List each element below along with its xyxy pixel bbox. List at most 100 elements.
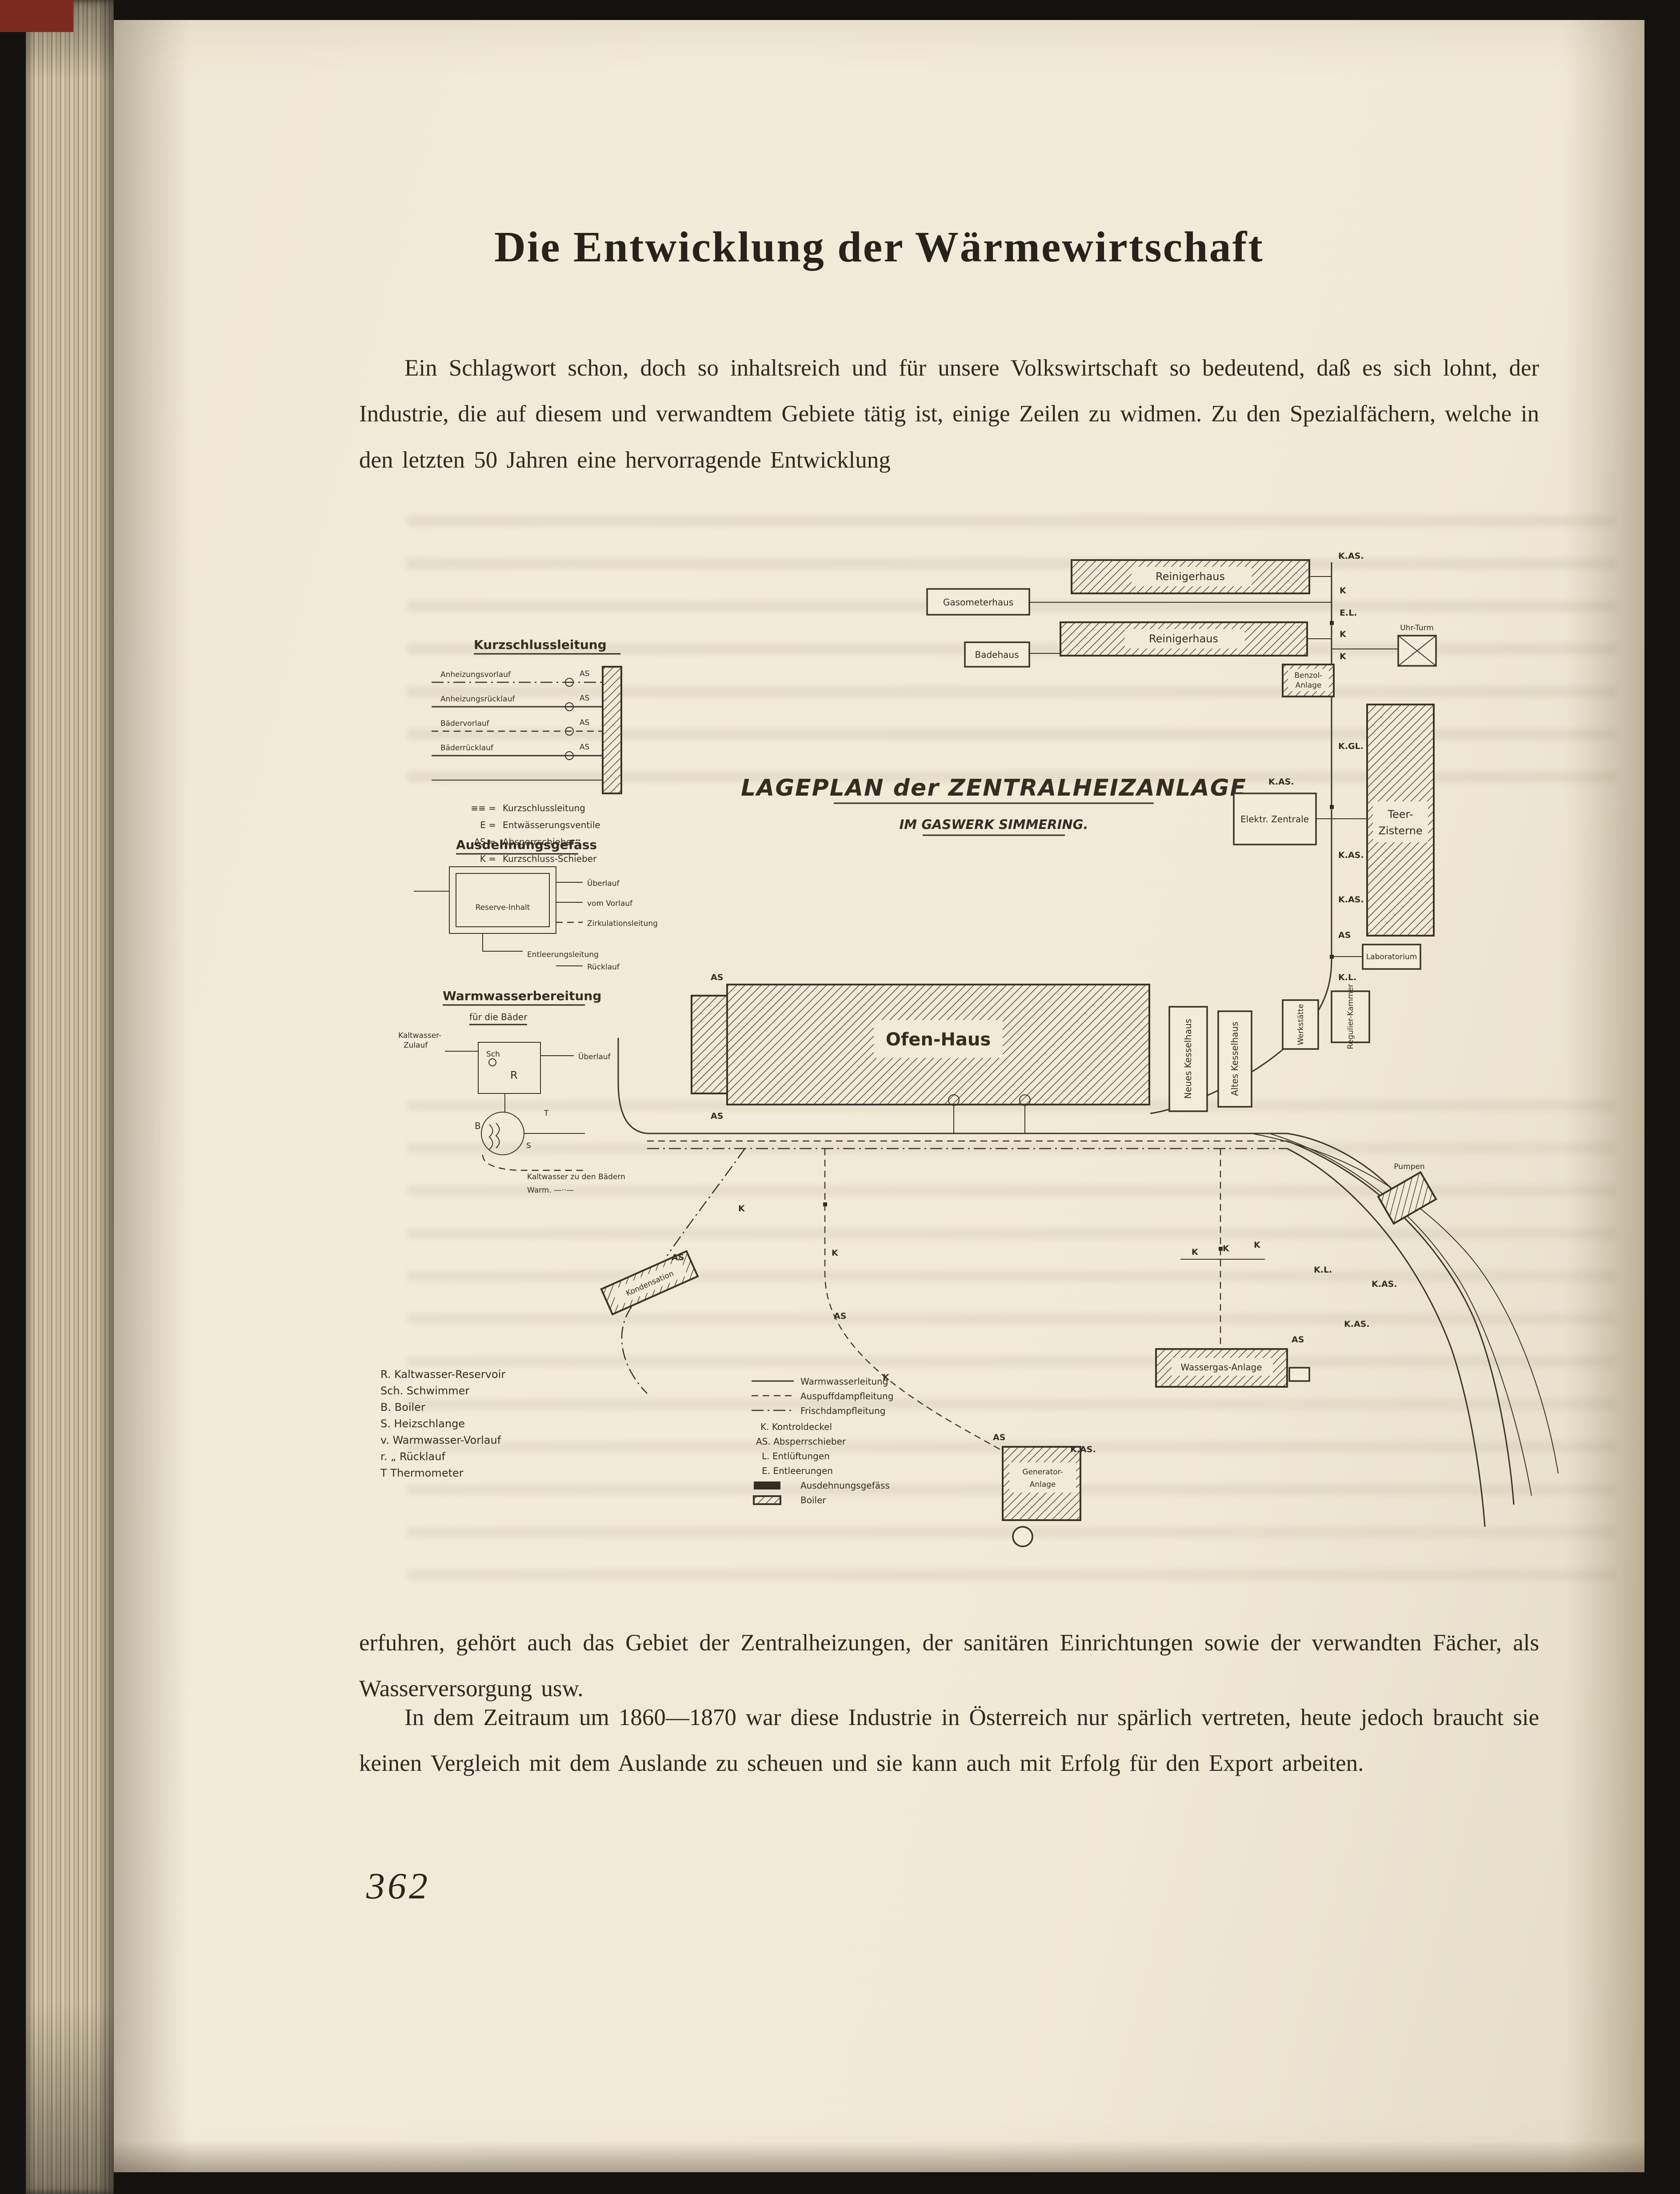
line-style-legend: Warmwasserleitung Auspuffdampfleitung Fr… <box>752 1376 893 1505</box>
building-badehaus: Badehaus <box>964 641 1030 668</box>
ausdehnung-diagram: Ausdehnungsgefäss Überlauf vom Vorlauf Z… <box>414 837 658 972</box>
building-werkstaette: Werkstätte <box>1282 999 1319 1050</box>
pipe-junction-label: AS <box>834 1311 846 1321</box>
legend-row: r. „ Rücklauf <box>380 1450 445 1463</box>
pipe-junction-label: K <box>1223 1244 1230 1253</box>
building-label: Wassergas-Anlage <box>1180 1362 1262 1373</box>
warmwasser-label: Warm. —··— <box>527 1186 574 1195</box>
ausdehnung-label: Reserve-Inhalt <box>476 903 530 912</box>
warmwasser-label: S <box>526 1141 531 1150</box>
site-plan-figure: Kurzschlussleitung Anheizungsvorlauf Anh… <box>380 551 1559 1547</box>
page-number: 362 <box>366 1866 430 1907</box>
legend-label: Kurzschlussleitung <box>503 803 585 813</box>
pipe-junction-label: K <box>832 1248 839 1258</box>
plan-title: LAGEPLAN der ZENTRALHEIZANLAGE <box>741 775 1247 801</box>
book-spine <box>0 0 73 32</box>
building-label: Werkstätte <box>1296 1004 1305 1045</box>
pipe-junction-label: K.AS. <box>1268 777 1294 787</box>
legend-key: K = <box>480 853 496 864</box>
pipe-junction-label: K <box>1340 586 1347 596</box>
page-edges-shadow <box>26 0 114 2194</box>
page-bottom-shadow <box>114 2141 1644 2172</box>
kurzschluss-heading: Kurzschlussleitung <box>474 637 607 652</box>
building-wassergas-anlage: Wassergas-Anlage <box>1155 1348 1310 1388</box>
legend-label: Kurzschluss-Schieber <box>503 853 597 864</box>
plan-title-block: LAGEPLAN der ZENTRALHEIZANLAGE IM GASWER… <box>741 775 1247 836</box>
kurzschluss-line-label: Anheizungsrücklauf <box>440 695 515 704</box>
legend-label: Absperrschieber <box>503 837 576 847</box>
pipe-junction-label: K.AS. <box>1344 1319 1370 1329</box>
building-pumpen: Pumpen <box>1377 1162 1437 1225</box>
building-elektr-zentrale: Elektr. Zentrale <box>1233 793 1317 845</box>
warmwasser-label: R <box>510 1069 518 1081</box>
legend-row: Sch. Schwimmer <box>380 1385 469 1397</box>
building-label: Anlage <box>1296 681 1322 690</box>
building-neues-kesselhaus: Neues Kesselhaus <box>1168 1006 1208 1112</box>
building-label: Anlage <box>1030 1480 1056 1489</box>
pipe-junction-label: K.AS. <box>1338 895 1364 905</box>
pipe-junction-label: K <box>1192 1247 1199 1257</box>
pipe-junction-label: AS <box>1338 930 1351 940</box>
ausdehnung-heading: Ausdehnungsgefäss <box>456 837 597 852</box>
pipe-junction-label: AS <box>711 973 723 982</box>
building-label: Elektr. Zentrale <box>1240 814 1309 825</box>
building-generator-anlage: Generator- Anlage <box>1002 1446 1081 1547</box>
building-teer-zisterne: Teer- Zisterne <box>1366 704 1435 937</box>
book-page: Die Entwicklung der Wärmewirtschaft Ein … <box>114 20 1644 2172</box>
warmwasser-heading: Warmwasserbereitung <box>443 989 601 1003</box>
building-label: Badehaus <box>975 649 1019 660</box>
pipe-junction-label: K <box>1254 1240 1261 1250</box>
pipe-junction-label: K.AS. <box>1372 1279 1397 1289</box>
pipe-junction-label: K.AS. <box>1338 850 1364 860</box>
legend-row: E. Entleerungen <box>762 1465 833 1476</box>
building-benzol-anlage: Benzol- Anlage <box>1282 664 1335 697</box>
legend-row: L. Entlüftungen <box>762 1451 830 1461</box>
paragraph-intro: Ein Schlagwort schon, doch so inhaltsrei… <box>359 355 1539 473</box>
building-label: Uhr-Turm <box>1400 624 1434 633</box>
legend-label: Entwässerungsventile <box>503 820 600 830</box>
warmwasser-label: Zulauf <box>404 1041 428 1050</box>
ausdehnung-label: Entleerungsleitung <box>527 950 599 959</box>
warmwasser-diagram: Warmwasserbereitung für die Bäder Kaltwa… <box>398 989 625 1195</box>
legend-row: S. Heizschlange <box>380 1417 465 1430</box>
legend-key: ≡≡ = <box>471 803 496 813</box>
building-ofenhaus: Ofen-Haus <box>691 984 1150 1106</box>
paragraph-closing: In dem Zeitraum um 1860—1870 war diese I… <box>359 1705 1539 1777</box>
warmwasser-label: Überlauf <box>578 1052 611 1061</box>
building-label: Reinigerhaus <box>1156 570 1225 583</box>
building-altes-kesselhaus: Altes Kesselhaus <box>1217 1010 1252 1108</box>
building-reinigerhaus-1: Reinigerhaus <box>1071 559 1310 594</box>
building-label: Teer- <box>1387 808 1413 821</box>
ausdehnung-label: Rücklauf <box>587 963 620 972</box>
legend-row: K. Kontroldeckel <box>760 1421 832 1432</box>
warmwasser-label: Kaltwasser zu den Bädern <box>527 1173 625 1181</box>
warmwasser-label: Sch <box>486 1050 500 1059</box>
legend-label: Warmwasserleitung <box>800 1376 888 1387</box>
building-label: Neues Kesselhaus <box>1183 1019 1193 1099</box>
warmwasser-label: Kaltwasser- <box>398 1031 441 1040</box>
gutter-shadow <box>114 20 189 2172</box>
pipe-junction-label: K <box>1340 629 1347 639</box>
as-mark: AS <box>580 743 589 752</box>
kurzschluss-line-label: Bäderrücklauf <box>440 744 494 753</box>
warmwasser-subheading: für die Bäder <box>469 1012 528 1022</box>
building-laboratorium: Laboratorium <box>1362 944 1421 970</box>
building-label: Pumpen <box>1394 1162 1424 1171</box>
pipe-junction-label: K <box>1340 652 1347 661</box>
legend-key: E = <box>480 820 496 830</box>
ausdehnung-label: Zirkulationsleitung <box>587 919 658 928</box>
building-label: Laboratorium <box>1366 953 1417 961</box>
legend-row: B. Boiler <box>380 1401 425 1413</box>
pipe-junction-label: E.L. <box>1340 608 1357 618</box>
abbreviation-legend: R. Kaltwasser-Reservoir Sch. Schwimmer B… <box>380 1368 505 1479</box>
kurzschluss-legend: ≡≡ = Kurzschlussleitung E = Entwässerung… <box>471 803 600 864</box>
as-mark: AS <box>580 718 589 727</box>
page-title: Die Entwicklung der Wärmewirtschaft <box>494 223 1264 271</box>
legend-row: AS. Absperrschieber <box>756 1436 846 1447</box>
as-mark: AS <box>580 669 589 678</box>
pipe-network <box>617 562 1559 1527</box>
building-label: Altes Kesselhaus <box>1229 1021 1240 1096</box>
legend-row: v. Warmwasser-Vorlauf <box>380 1434 501 1446</box>
legend-label: Frischdampfleitung <box>800 1405 885 1416</box>
